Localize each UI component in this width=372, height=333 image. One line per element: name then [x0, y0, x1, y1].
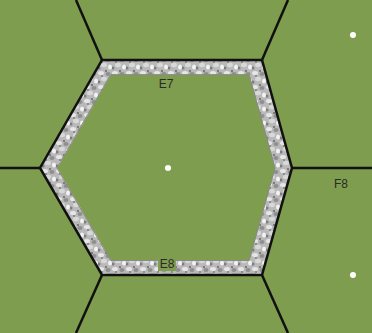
stone-wall — [49, 68, 283, 268]
hex-number: F8 — [332, 178, 350, 191]
hex-center-dot — [165, 32, 356, 278]
hex-number: E8 — [158, 258, 177, 271]
wall-edge — [57, 75, 275, 261]
hex-number: E7 — [157, 78, 176, 91]
